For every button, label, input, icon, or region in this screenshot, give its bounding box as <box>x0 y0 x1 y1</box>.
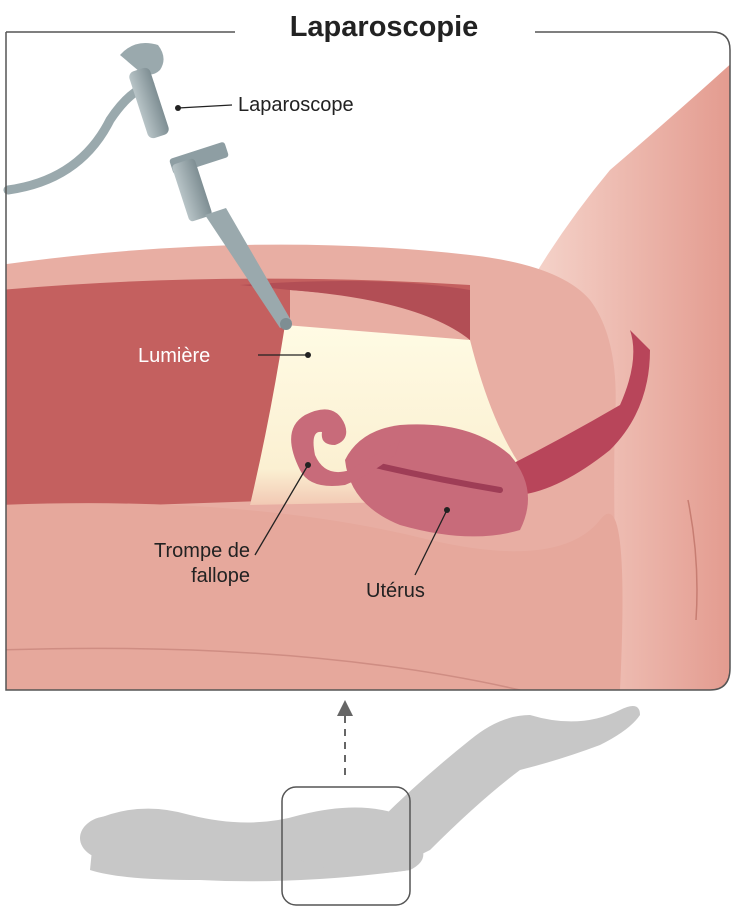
diagram-title: Laparoscopie <box>290 11 479 43</box>
label-lumiere: Lumière <box>138 345 210 367</box>
label-laparoscope: Laparoscope <box>238 94 354 116</box>
label-trompe-line2: fallope <box>191 565 250 587</box>
label-uterus: Utérus <box>366 580 425 602</box>
dashed-arrow-icon <box>337 700 353 775</box>
label-trompe-line1: Trompe de <box>154 540 250 562</box>
patient-silhouette-icon <box>80 706 640 881</box>
